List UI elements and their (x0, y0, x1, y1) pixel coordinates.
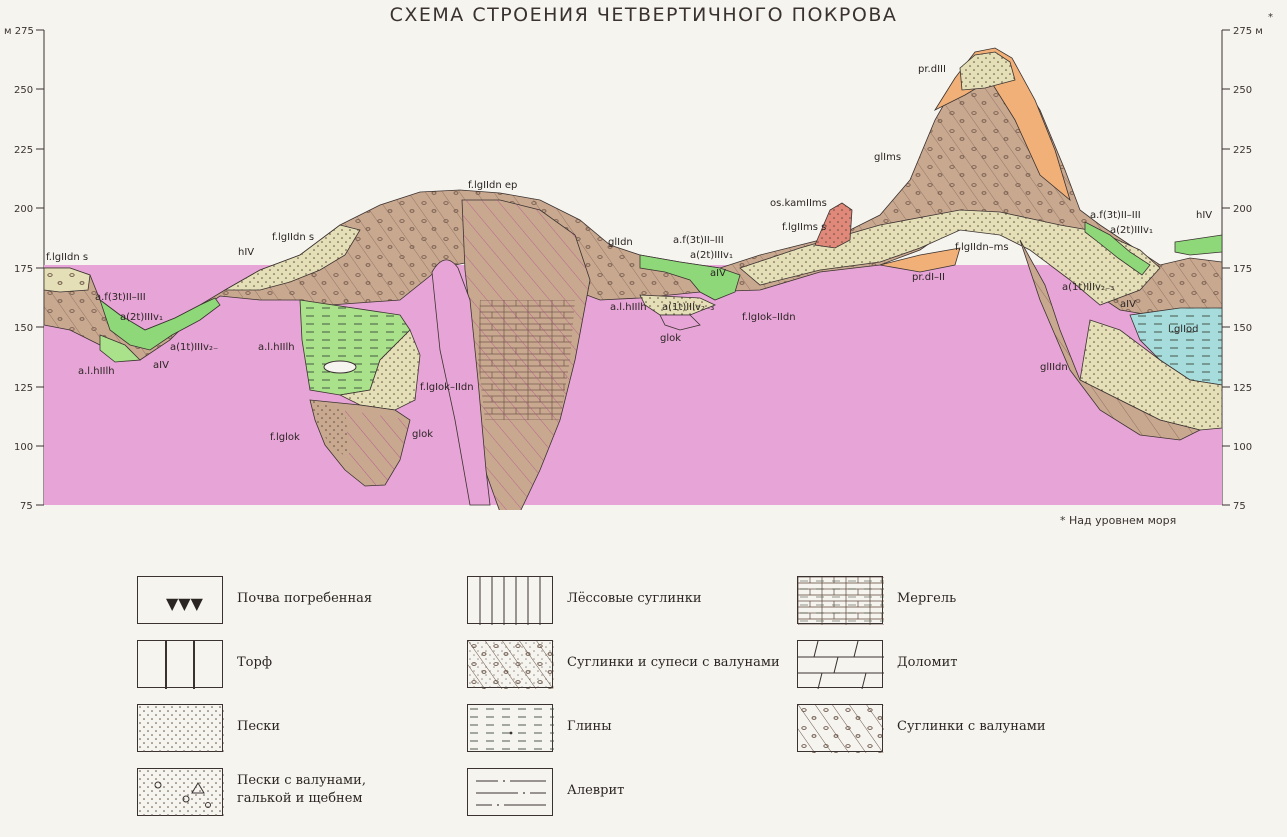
section-label: glIms (874, 152, 901, 163)
tick-label: 75 (20, 501, 33, 512)
section-label: a(2t)IIIv₁ (120, 312, 163, 323)
legend-label: Торф (237, 655, 272, 670)
legend-label: Лёссовые суглинки (567, 591, 702, 606)
hill-deluvium-lower (879, 247, 961, 273)
middle-valley-alluvium (639, 254, 741, 301)
tick-label: 150 (14, 323, 33, 334)
legend-label: Суглинки с валунами (897, 719, 1046, 734)
axis-unit-left: м 275 (4, 26, 34, 37)
section-label: f.lglok (270, 432, 300, 443)
section-label: hIV (1196, 210, 1212, 221)
section-label: f.lgIok–IIdn (420, 382, 474, 393)
bedrock-layer (44, 265, 1222, 505)
peat-lens (323, 360, 357, 374)
section-label: a.l.hIIlh (610, 302, 647, 313)
section-label: pr.dI–II (912, 272, 945, 283)
right-axis: 275 м * 250 225 200 175 150 125 100 75 (1221, 12, 1273, 512)
swatch-dolomite (797, 640, 884, 689)
tick-label: 175 (14, 264, 33, 275)
tick-label: 200 (1233, 204, 1252, 215)
section-label: f.lgIok–IIdn (742, 312, 796, 323)
tick-label: 125 (14, 383, 33, 394)
section-label: f.lgIIdn–ms (955, 242, 1009, 253)
section-label: f.lgIIms s (782, 222, 826, 233)
tick-label: 100 (1233, 442, 1252, 453)
diagram-title: СХЕМА СТРОЕНИЯ ЧЕТВЕРТИЧНОГО ПОКРОВА (389, 4, 898, 26)
section-label: glok (660, 333, 681, 344)
section-label: a(1t)IIIv₂₋ (170, 342, 218, 353)
section-label: a(2t)IIIv₁ (1110, 225, 1153, 236)
section-label: f.lgIIdn s (272, 232, 314, 243)
section-label: a.l.hIIlh (258, 342, 295, 353)
section-label: a(2t)IIIv₁ (690, 250, 733, 261)
section-label-group: f.lgIIdn s a.f(3t)II–III a(2t)IIIv₁ a(1t… (46, 64, 1212, 443)
section-label: glIIdn (1040, 362, 1068, 373)
section-label: f.lgIIdn s (46, 252, 88, 263)
section-label: a(1t)IIIv₂₋₃ (662, 302, 714, 313)
swatch-sand-boulders (137, 768, 224, 817)
swatch-peat (137, 640, 223, 689)
swatch-sand (137, 704, 224, 753)
section-label: aIV (1120, 299, 1136, 310)
section-label: hIV (238, 247, 254, 258)
bedrock-ridge (431, 259, 491, 506)
svg-text:▼▼▼: ▼▼▼ (166, 594, 204, 613)
axis-unit-right: 275 м (1233, 26, 1263, 37)
tick-label: 100 (14, 442, 33, 453)
tick-label: 250 (1233, 85, 1252, 96)
legend-label: Алеврит (567, 783, 625, 798)
legend-label: Доломит (897, 655, 958, 670)
swatch-loam-boulders (797, 704, 884, 753)
right-valley-alluvium (1084, 221, 1151, 276)
tick-label: 75 (1233, 501, 1246, 512)
legend-label: Почва погребенная (237, 591, 373, 606)
swatch-silt (467, 768, 553, 816)
legend-label: Пески (237, 719, 281, 734)
tick-label: 200 (14, 204, 33, 215)
legend-label: Суглинки и супеси с валунами (567, 655, 780, 670)
section-label: f.lgIIdn ep (468, 180, 517, 191)
tick-label: 150 (1233, 323, 1252, 334)
section-label: a.f(3t)II–III (673, 235, 724, 246)
tick-label: 250 (14, 85, 33, 96)
section-label: glok (412, 429, 433, 440)
footnote: * Над уровнем моря (1060, 514, 1177, 527)
section-label: aIV (153, 360, 169, 371)
swatch-clay (467, 704, 554, 753)
section-label: a.f(3t)II–III (95, 292, 146, 303)
section-label: glIdn (608, 237, 633, 248)
section-label: a(1t)IIIv₂₋₃ (1062, 282, 1114, 293)
section-label: a.f(3t)II–III (1090, 210, 1141, 221)
swatch-loess (467, 576, 553, 625)
legend-label: Мергель (897, 591, 957, 606)
section-label: a.l.hIIlh (78, 366, 115, 377)
left-axis: м 275 250 225 200 175 150 125 100 75 (4, 26, 45, 512)
tick-label: 225 (1233, 145, 1252, 156)
right-edge-alluvium (1174, 234, 1222, 256)
section-label: pr.dIII (918, 64, 946, 75)
geological-cross-section: м 275 250 225 200 175 150 125 100 75 275… (4, 12, 1273, 512)
tick-label: 225 (14, 145, 33, 156)
section-layers (44, 47, 1222, 510)
legend-label: Пески с валунами, галькой и щебнем (237, 773, 366, 806)
axis-unit-marker: * (1268, 12, 1273, 23)
middle-valley-pink (659, 314, 701, 331)
tick-label: 175 (1233, 264, 1252, 275)
section-label: aIV (710, 268, 726, 279)
swatch-loam-sandy-boulders (467, 640, 554, 689)
left-valley-alluvium (99, 297, 221, 351)
section-label: os.kamIIms (770, 198, 827, 209)
swatch-marl (797, 576, 884, 625)
left-valley-lake (99, 334, 141, 363)
tick-label: 125 (1233, 383, 1252, 394)
legend-label: Глины (567, 719, 612, 734)
swatch-buried-soil: ▼▼▼ (137, 576, 223, 624)
section-label: l.glIod (1168, 324, 1199, 335)
